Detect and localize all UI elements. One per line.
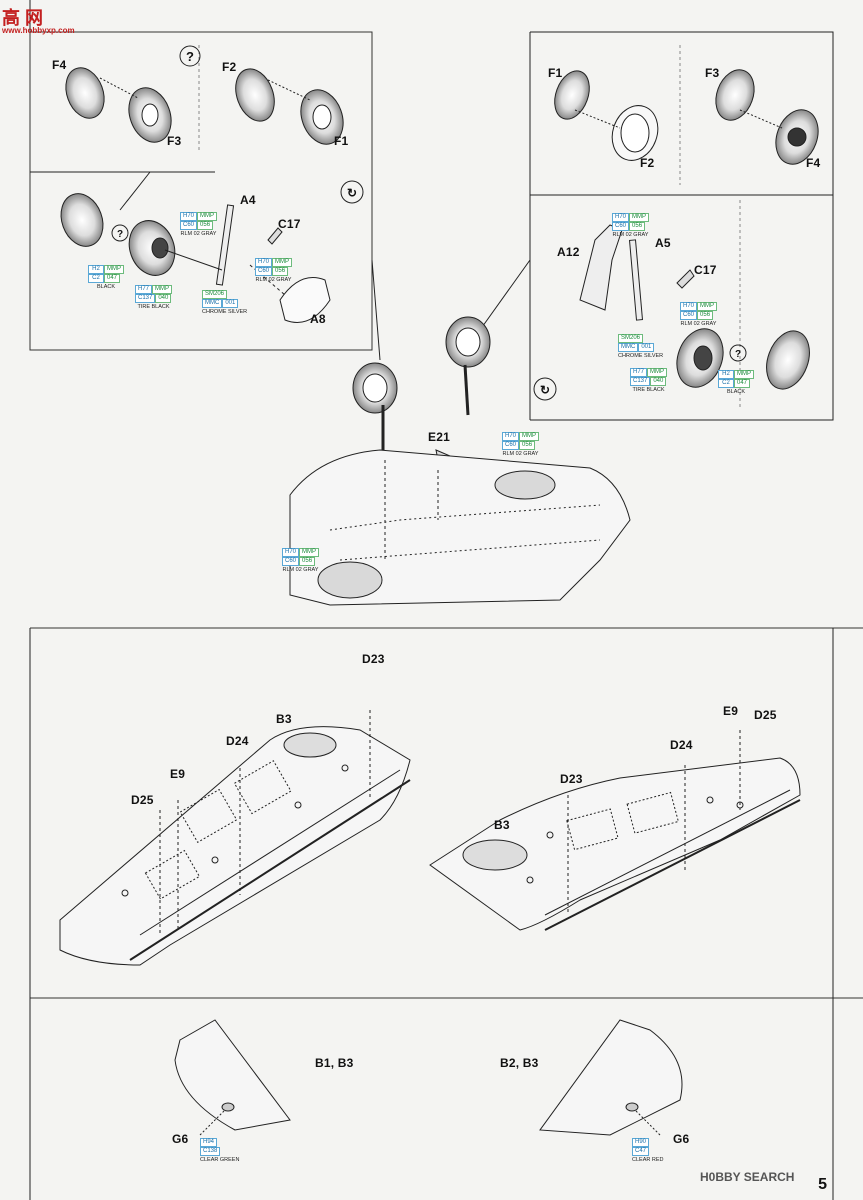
label-e9-a: E9 [170,767,186,781]
label-c17-a: C17 [278,217,301,231]
label-f4-a: F4 [52,58,67,72]
site-url: www.hobbyxp.com [2,26,75,35]
label-a5: A5 [655,236,671,250]
rotate-icon-1: ↻ [347,186,357,200]
help-glyph-3: ? [735,349,741,360]
label-a4: A4 [240,193,256,207]
help-glyph-2: ? [117,229,123,240]
label-f3-a: F3 [167,134,182,148]
rotate-icon-2: ↻ [540,383,550,397]
label-d23-a: D23 [362,652,385,666]
label-b3-b: B3 [494,818,510,832]
bottom-watermark: H0BBY SEARCH [700,1170,795,1184]
page-number: 5 [818,1176,827,1193]
color-callout: H94 C138 CLEAR GREEN [200,1138,240,1163]
label-b2-b3: B2, B3 [500,1056,539,1070]
label-g6-b: G6 [673,1132,690,1146]
label-a12: A12 [557,245,580,259]
label-b1-b3: B1, B3 [315,1056,354,1070]
help-glyph-1: ? [186,49,194,64]
label-d24-a: D24 [226,734,249,748]
label-e9-b: E9 [723,704,739,718]
label-d23-b: D23 [560,772,583,786]
label-f1-a: F1 [334,134,349,148]
label-b3-a: B3 [276,712,292,726]
label-d25-a: D25 [131,793,154,807]
label-e21: E21 [428,430,450,444]
label-f1-b: F1 [548,66,563,80]
label-f3-b: F3 [705,66,720,80]
label-f2-b: F2 [640,156,655,170]
label-a8: A8 [310,312,326,326]
label-c17-b: C17 [694,263,717,277]
label-d24-b: D24 [670,738,693,752]
label-f4-b: F4 [806,156,821,170]
label-f2-a: F2 [222,60,237,74]
site-watermark: 高 网 [2,8,44,28]
label-d25-b: D25 [754,708,777,722]
label-g6-a: G6 [172,1132,189,1146]
color-callout: H90 C47 CLEAR RED [632,1138,664,1163]
